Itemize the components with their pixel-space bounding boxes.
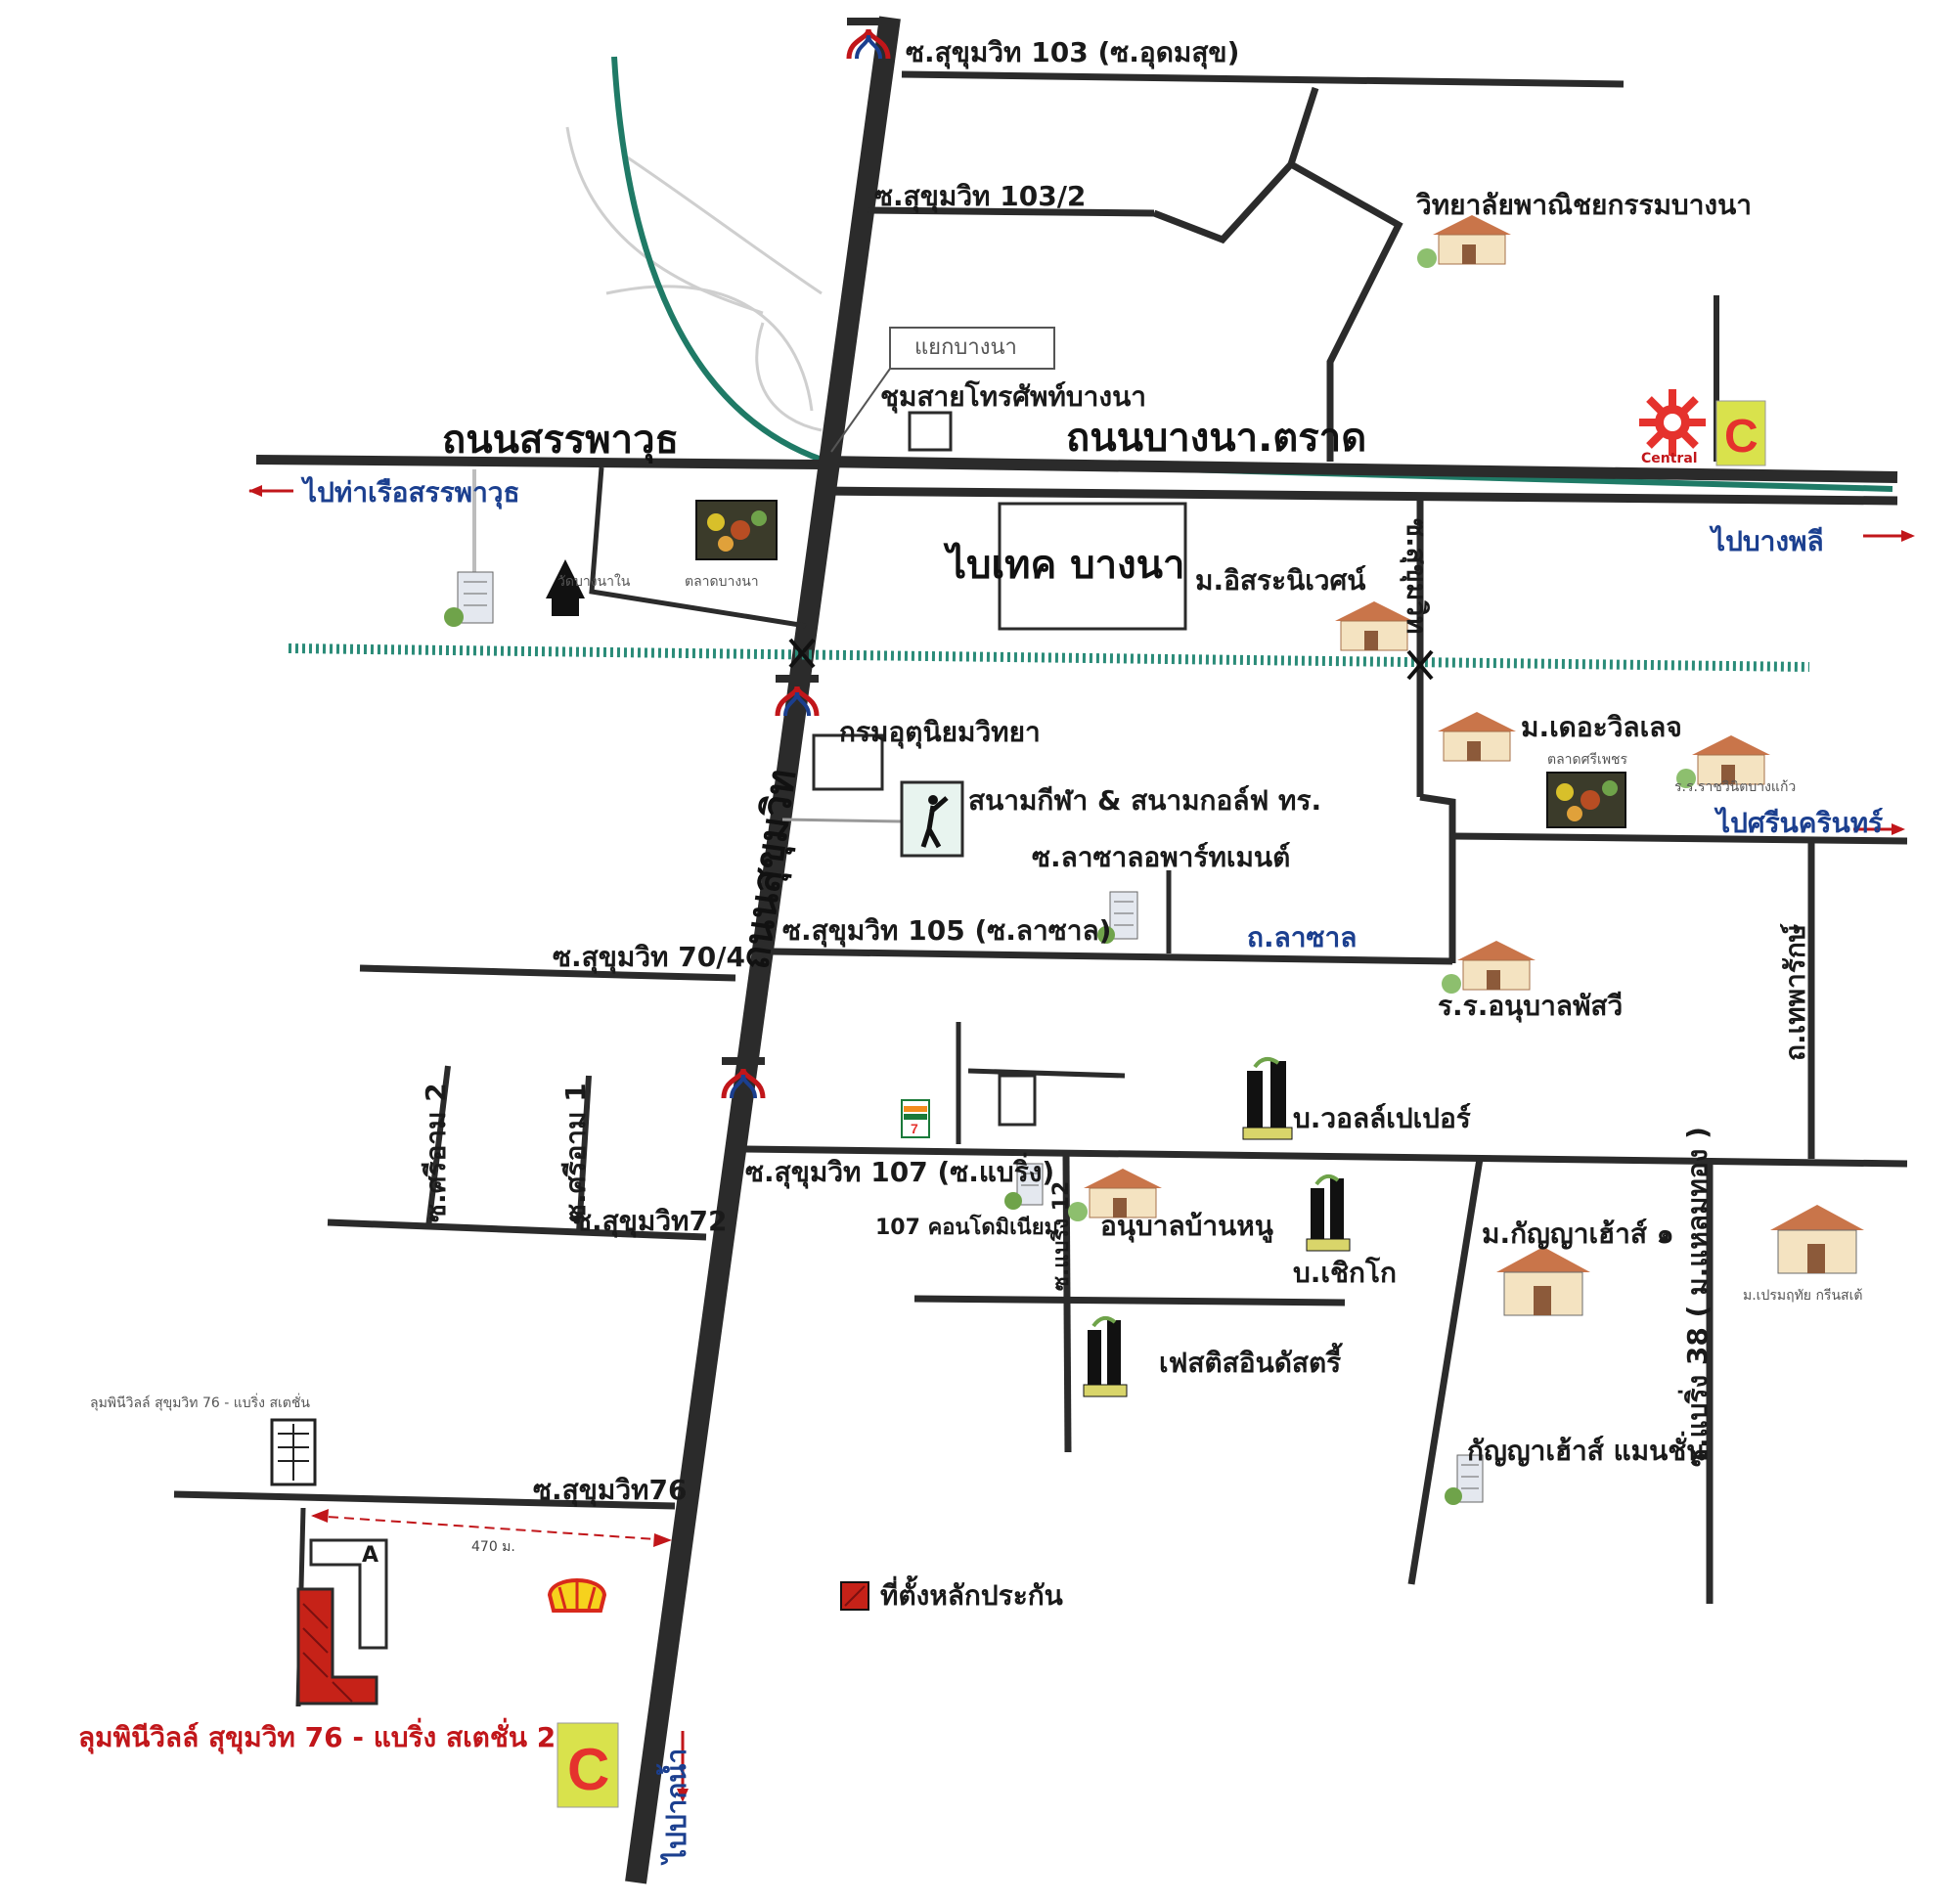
house-icon bbox=[1417, 215, 1511, 268]
place-school-right: ร.ร.ราชวินิตบางแก้ว bbox=[1674, 779, 1797, 795]
place-wall-paper: บ.วอลล์เปเปอร์ bbox=[1293, 1102, 1471, 1134]
place-condo-107: 107 คอนโดมิเนียม bbox=[875, 1216, 1059, 1240]
condo-icon bbox=[1097, 891, 1138, 944]
svg-text:C: C bbox=[567, 1737, 609, 1802]
place-kanyarat-village: ม.กัญญาเฮ้าส์ ๑ bbox=[1482, 1218, 1674, 1250]
bts-station-icon bbox=[846, 18, 891, 60]
central-store-icon bbox=[1639, 389, 1706, 456]
road-label-bangna-trat: ถนนบางนา.ตราด bbox=[1066, 416, 1367, 461]
place-met-dept: กรมอุตุนิยมวิทยา bbox=[839, 716, 1041, 748]
arrow-down-icon bbox=[677, 1731, 689, 1802]
road-label-soi-103: ซ.สุขุมวิท 103 (ซ.อุดมสุข) bbox=[906, 36, 1240, 68]
place-kanyarat-mansion: กัญญาเฮ้าส์ แมนชั่น bbox=[1467, 1435, 1706, 1467]
central-brand-label: Central bbox=[1641, 451, 1698, 466]
road-label-soi-72: ซ.สุขุมวิท72 bbox=[573, 1205, 728, 1237]
place-bangna-intersection: แยกบางนา bbox=[914, 335, 1017, 360]
condo-icon bbox=[1445, 1454, 1484, 1505]
house-icon bbox=[1770, 1205, 1864, 1274]
bigc-store-icon: C bbox=[557, 1722, 619, 1808]
lumpini-plot-a bbox=[309, 1538, 388, 1650]
house-icon bbox=[1438, 712, 1516, 762]
place-market-right: ตลาดศรีเพชร bbox=[1547, 752, 1628, 768]
road-label-si-iam-2: ซ.ศรีอาม 2 bbox=[420, 1083, 452, 1222]
golf-course-icon bbox=[900, 780, 964, 858]
road-label-soi-sukhumvit: ซ.สุขุมวิท bbox=[1401, 518, 1433, 635]
sukhumvit-road bbox=[625, 16, 901, 1884]
place-chicko: บ.เชิกโก bbox=[1293, 1257, 1397, 1289]
sanphawut-road bbox=[255, 455, 821, 469]
place-lumpini-small: ลุมพินีวิลล์ สุขุมวิท 76 - แบริ่ง สเตชั่… bbox=[90, 1395, 310, 1411]
block-a-label: A bbox=[362, 1543, 379, 1568]
market-icon bbox=[695, 500, 778, 560]
direction-to-paknam: ไปปากน้ำ bbox=[660, 1748, 692, 1863]
svg-text:C: C bbox=[1724, 411, 1759, 463]
road-label-lasalle: ถ.ลาซาล bbox=[1247, 921, 1358, 953]
road-label-soi-105: ซ.สุขุมวิท 105 (ซ.ลาซาล) bbox=[782, 914, 1112, 947]
road-label-soi-103-2: ซ.สุขุมวิท 103/2 bbox=[874, 180, 1087, 212]
place-anuban-banhnu: อนุบาลบ้านหนู bbox=[1100, 1210, 1273, 1242]
direction-to-srinakarin: ไปศรีนครินทร์ bbox=[1716, 807, 1884, 839]
condo-icon bbox=[270, 1418, 317, 1486]
railway-crossing-icon bbox=[1406, 649, 1434, 681]
shell-station-icon bbox=[547, 1578, 607, 1613]
road-label-soi-107: ซ.สุขุมวิท 107 (ซ.แบริ่ง) bbox=[745, 1156, 1055, 1188]
condo-icon bbox=[1004, 1163, 1044, 1210]
road-label-si-iam-1: ซ.ศรีอาม 1 bbox=[559, 1083, 592, 1222]
house-icon bbox=[1676, 735, 1770, 788]
railway-line bbox=[288, 643, 1810, 672]
place-wat-bangna: วัดบางนาใน bbox=[557, 574, 631, 590]
house-icon bbox=[1068, 1169, 1162, 1221]
collateral-legend-label: ที่ตั้งหลักประกัน bbox=[880, 1579, 1063, 1612]
place-telephone-exchange: ชุมสายโทรศัพท์บางนา bbox=[880, 380, 1146, 413]
bts-station-icon bbox=[721, 1057, 766, 1099]
place-golf: สนามกีฬา & สนามกอล์ฟ ทร. bbox=[968, 784, 1322, 817]
condo-icon bbox=[444, 571, 494, 627]
house-icon bbox=[1442, 941, 1536, 994]
bitec-building bbox=[998, 502, 1187, 631]
svg-text:7: 7 bbox=[911, 1121, 918, 1136]
road-label-soi-70-4: ซ.สุขุมวิท 70/4 bbox=[553, 941, 745, 973]
arrow-right-icon bbox=[1863, 530, 1915, 542]
factory-icon bbox=[1083, 1315, 1128, 1397]
road-label-bearing-38: ซ.แบริ่ง 38 ( ม.แหลมทอง ) bbox=[1681, 1127, 1714, 1467]
market-icon bbox=[1546, 772, 1626, 828]
place-isara-niwet: ม.อิสระนิเวศน์ bbox=[1195, 564, 1366, 597]
direction-to-bang-phli: ไปบางพลี bbox=[1712, 525, 1824, 557]
distance-label: 470 ม. bbox=[471, 1539, 515, 1555]
place-commerce-college: วิทยาลัยพาณิชยกรรมบางนา bbox=[1416, 189, 1752, 221]
bts-station-icon bbox=[775, 675, 820, 717]
place-fiesta: เฟสติสอินดัสตรี้ bbox=[1159, 1347, 1342, 1379]
place-market-bangna: ตลาดบางนา bbox=[685, 574, 759, 590]
place-baan-right: ม.เปรมฤทัย กรีนสเต้ bbox=[1743, 1288, 1863, 1304]
expressway-line bbox=[611, 56, 1893, 492]
road-label-sanphawut: ถนนสรรพาวุธ bbox=[442, 418, 679, 463]
bigc-store-icon: C bbox=[1715, 400, 1766, 466]
bangna-trat-road bbox=[819, 456, 1898, 483]
road-label-lasalle-apartment: ซ.ลาซาลอพาร์ทเมนต์ bbox=[1032, 841, 1291, 873]
seven-eleven-icon: 7 bbox=[901, 1099, 930, 1138]
lumpini-project-label: ลุมพินีวิลล์ สุขุมวิท 76 - แบริ่ง สเตชั่… bbox=[78, 1721, 557, 1753]
direction-to-sanphawut-pier: ไปท่าเรือสรรพาวุธ bbox=[303, 476, 520, 509]
road-label-soi-76: ซ.สุขุมวิท76 bbox=[533, 1474, 688, 1506]
factory-icon bbox=[1306, 1173, 1351, 1252]
house-icon bbox=[1335, 601, 1413, 651]
house-icon bbox=[1496, 1247, 1590, 1316]
arrow-right-icon bbox=[1853, 823, 1905, 835]
railway-crossing-icon bbox=[788, 638, 816, 669]
road-label-thepharak: ถ.เทพารักษ์ bbox=[1779, 923, 1811, 1061]
arrow-left-icon bbox=[248, 485, 293, 497]
temple-icon bbox=[546, 559, 585, 616]
place-the-village: ม.เดอะวิลเลจ bbox=[1521, 711, 1682, 743]
place-anuban-phatsi: ร.ร.อนุบาลพัสวี bbox=[1438, 990, 1624, 1022]
place-bitec: ไบเทค บางนา bbox=[947, 543, 1185, 588]
factory-icon bbox=[1242, 1056, 1293, 1140]
distance-arrow bbox=[312, 1515, 671, 1541]
